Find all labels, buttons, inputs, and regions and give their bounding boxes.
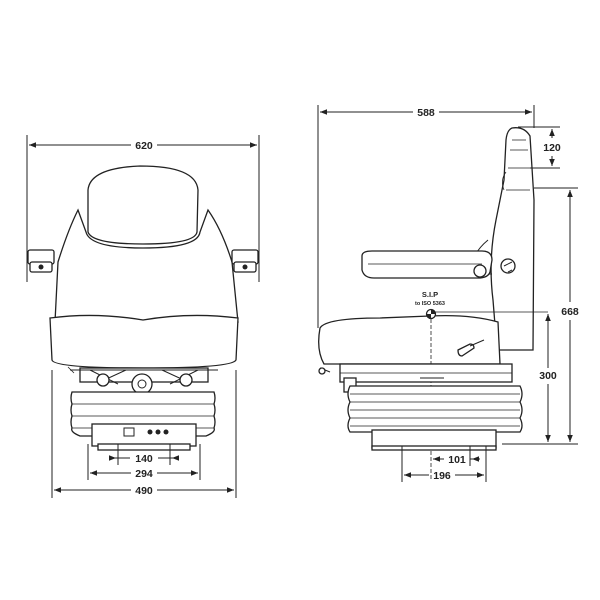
side-view: S.I.P to ISO 5363 — [317, 105, 579, 482]
dim-300: 300 — [539, 314, 557, 442]
side-adjust-handle — [457, 339, 485, 357]
side-backrest — [490, 127, 535, 351]
side-bellows — [347, 385, 523, 449]
sip-standard-label: to ISO 5363 — [415, 301, 445, 307]
dim-label-300: 300 — [539, 370, 557, 382]
dim-label-668: 668 — [561, 306, 579, 318]
front-bellows — [70, 391, 216, 447]
front-suspension — [67, 366, 218, 395]
dim-label-101: 101 — [448, 454, 466, 466]
sip-label: S.I.P — [422, 290, 438, 299]
dim-120: 120 — [518, 126, 561, 169]
side-seat-cushion — [318, 314, 501, 365]
dim-label-620: 620 — [135, 140, 153, 152]
dim-label-490: 490 — [135, 485, 153, 497]
dim-label-196: 196 — [433, 470, 451, 482]
front-view: 620 490 294 140 — [26, 135, 260, 498]
side-suspension — [318, 363, 513, 393]
front-seat-cushion — [49, 314, 239, 369]
side-armrest — [361, 250, 516, 279]
dim-196: 196 — [401, 446, 487, 482]
dim-label-140: 140 — [135, 453, 153, 465]
dim-588: 588 — [317, 105, 535, 328]
front-backrest — [54, 208, 239, 323]
front-armrest-left — [27, 249, 55, 273]
dim-668: 668 — [502, 187, 579, 445]
dim-140: 140 — [109, 444, 179, 465]
front-base-plate — [97, 443, 191, 451]
dim-490: 490 — [51, 370, 237, 498]
front-armrest-right — [231, 249, 259, 273]
dim-620: 620 — [26, 135, 260, 282]
side-base-plate — [371, 445, 497, 451]
dim-101: 101 — [433, 446, 480, 466]
dim-294: 294 — [87, 444, 201, 480]
dim-label-120: 120 — [543, 142, 561, 154]
dim-label-588: 588 — [417, 107, 435, 119]
dim-label-294: 294 — [135, 468, 153, 480]
front-headrest — [87, 165, 199, 245]
